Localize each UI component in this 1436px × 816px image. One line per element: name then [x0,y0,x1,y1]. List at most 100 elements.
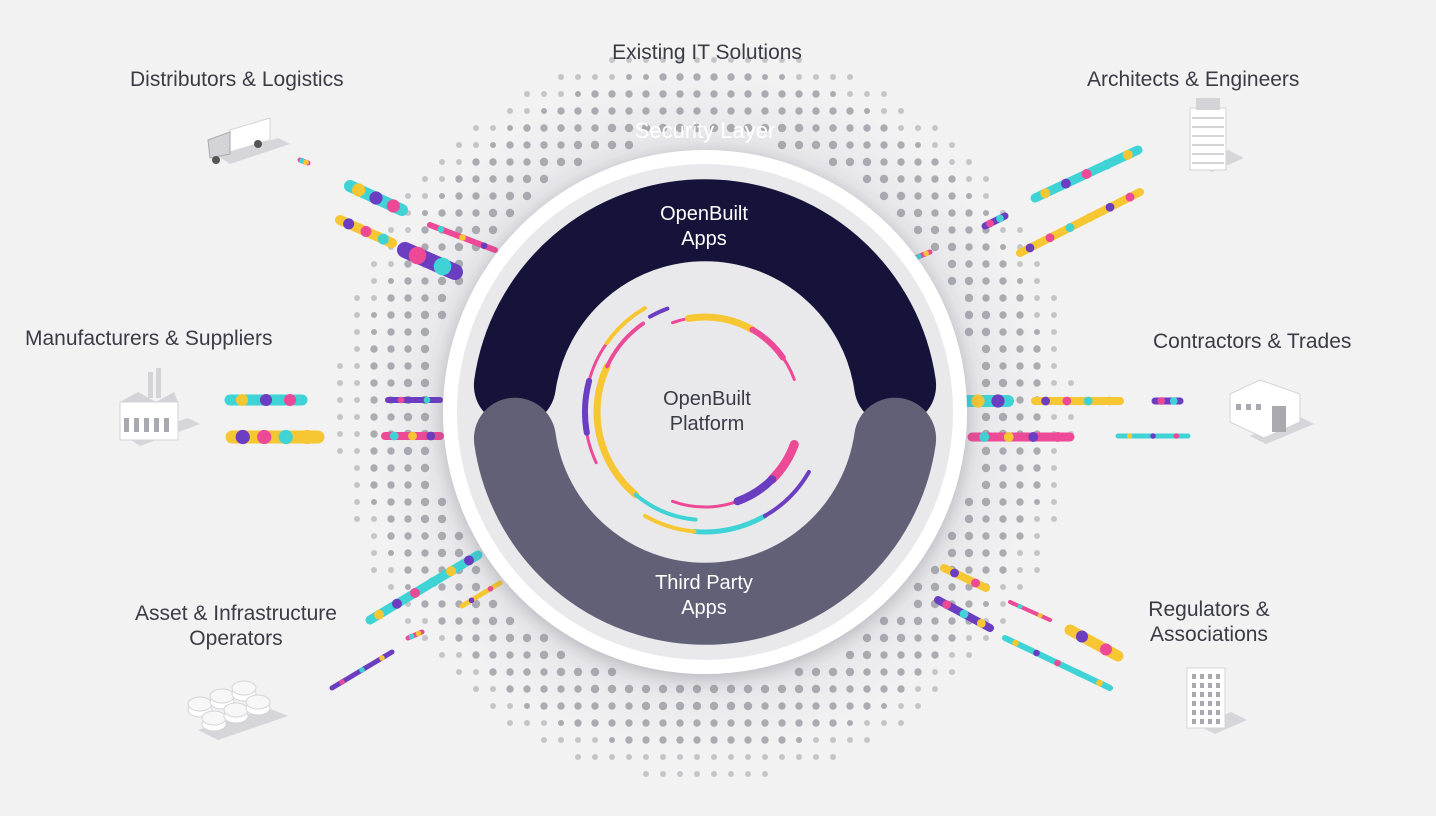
manufacturers-label: Manufacturers & Suppliers [25,326,272,351]
data-ring-segment [582,377,593,436]
building-window [1192,674,1196,679]
it-dot [966,159,972,165]
it-dot [830,74,836,80]
data-beam-node [1157,397,1166,405]
it-dot [439,635,445,641]
it-dot [932,142,938,148]
factory-window [134,418,139,432]
it-dot [473,142,479,148]
warehouse-door [1272,406,1286,432]
building-window [1216,719,1220,724]
it-dot [660,754,666,760]
it-dot [473,686,479,692]
it-dot [456,669,462,675]
it-dot [983,176,989,182]
data-beam-node [1105,202,1115,212]
warehouse-window [1236,404,1241,410]
it-dot [609,57,615,63]
it-dot [626,74,632,80]
data-ring-segment [749,326,786,361]
building-window [1200,719,1204,724]
it-dot [1068,380,1074,386]
data-beam [459,580,503,609]
it-dot [1034,567,1040,573]
building-window [1192,719,1196,724]
it-dot [541,91,547,97]
it-dot [541,737,547,743]
it-dot [1000,618,1006,624]
it-dot [575,74,581,80]
tank-top [201,710,227,726]
it-dot [337,397,343,403]
it-dot [439,159,445,165]
data-beam-node [408,633,415,640]
third-party-line1: Third Party [655,572,753,594]
it-dot [949,652,955,658]
third-party-line2: Apps [681,597,727,619]
office-tower-icon [1189,98,1244,172]
it-dot [524,720,530,726]
data-beam-node [1102,159,1113,170]
it-dot [456,142,462,148]
it-dot [813,74,819,80]
data-beam-node [950,568,959,578]
data-beam-node [1169,397,1178,405]
it-dot [354,312,360,318]
building-window [1208,710,1212,715]
it-dot [1034,278,1040,284]
it-dot [524,703,530,709]
it-dot [694,57,700,63]
it-dot [643,754,649,760]
it-dot [507,703,513,709]
it-dot [932,125,938,131]
factory-window [124,418,129,432]
warehouse-icon [1229,379,1314,444]
tower-top [1196,98,1220,110]
data-beam-node [389,431,399,441]
it-dot [1017,584,1023,590]
data-beam-node [1040,188,1051,199]
it-dot [371,312,377,318]
data-beam-node [1054,659,1061,667]
it-dot [558,91,564,97]
data-ring-segment [643,513,697,534]
tank-top [209,688,235,704]
data-beam-node [916,253,922,260]
it-dot [473,669,479,675]
it-dot [762,57,768,63]
apartment-building-icon [1186,667,1247,734]
it-dot [847,74,853,80]
data-ring-segment [633,492,698,522]
it-dot [1034,261,1040,267]
it-dot [847,91,853,97]
it-dot [354,380,360,386]
it-dot [881,108,887,114]
it-dot [371,533,377,539]
it-dot [354,516,360,522]
building-window [1208,674,1212,679]
it-dot [830,754,836,760]
it-dot [779,754,785,760]
data-beam [1016,188,1144,257]
regulators-label: Regulators & Associations [1148,597,1269,647]
it-dot [558,74,564,80]
it-dot [558,737,564,743]
distributors-label: Distributors & Logistics [130,67,344,92]
it-dot [1051,414,1057,420]
it-dot [966,652,972,658]
it-dot [1051,499,1057,505]
data-beam-node [1033,649,1040,657]
it-dot [337,380,343,386]
data-beam-node [343,218,355,230]
data-beam-node [235,429,250,445]
warehouse-window [1246,404,1251,410]
it-dot [405,227,411,233]
building-window [1192,710,1196,715]
it-dot [1051,329,1057,335]
it-dot [762,754,768,760]
it-dot [932,669,938,675]
it-dot [796,57,802,63]
it-dot [881,703,887,709]
it-dot [422,193,428,199]
